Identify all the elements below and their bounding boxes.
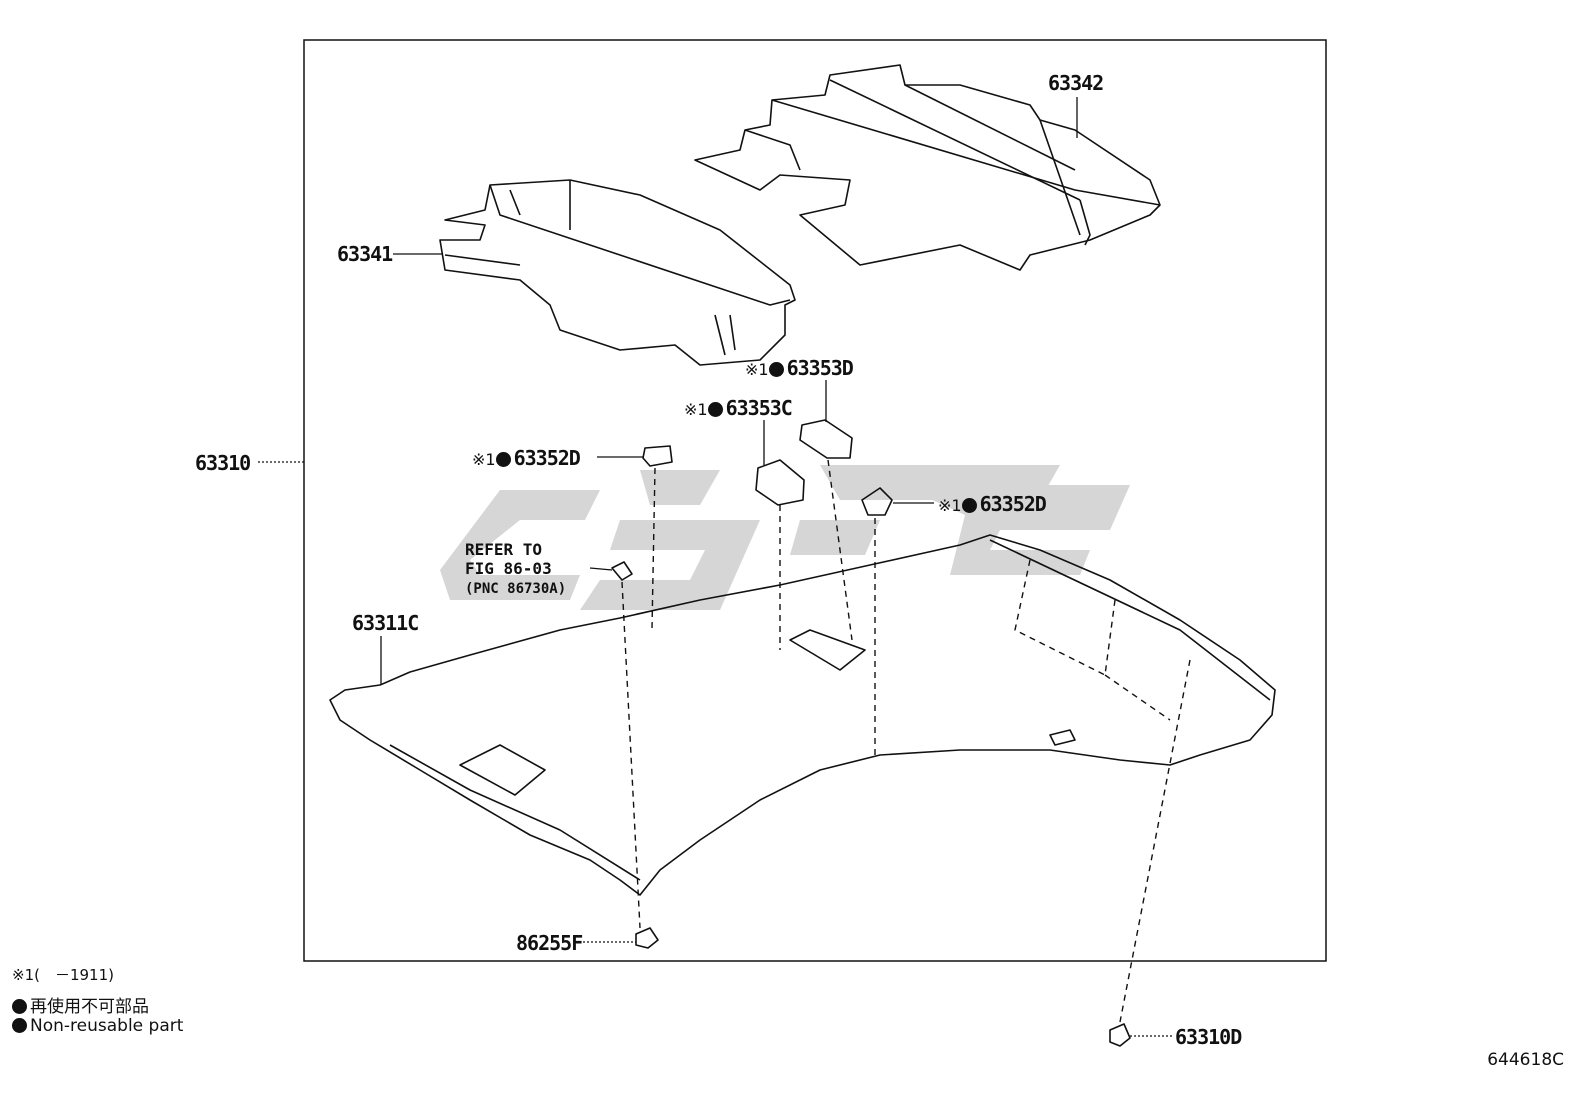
part-number: 63353C — [725, 396, 793, 420]
marker-kome: ※1 — [745, 360, 769, 379]
refer-line1: REFER TO — [465, 540, 543, 559]
non-reusable-dot-icon — [707, 402, 723, 417]
part-63342-shape — [694, 64, 1161, 271]
label-86255F: 86255F — [516, 931, 583, 955]
part-number: 63352D — [979, 492, 1047, 516]
non-reusable-dot-icon — [495, 452, 511, 467]
assembly-lines — [621, 459, 1191, 1023]
refer-line2: FIG 86-03 — [465, 559, 552, 578]
part-86255F-shape — [635, 927, 659, 949]
label-63310D: 63310D — [1175, 1025, 1242, 1049]
diagram-id: 644618C — [1487, 1050, 1564, 1070]
label-63353C: ※1 63353C — [684, 396, 793, 421]
part-63341-shape — [439, 179, 796, 366]
part-63353D-shape — [799, 419, 853, 459]
legend-non-reusable-jp: 再使用不可部品 — [12, 992, 149, 1017]
label-63341: 63341 — [337, 242, 393, 266]
legend-en-text: Non-reusable part — [30, 1016, 184, 1036]
part-number: 63352D — [513, 446, 581, 470]
part-63310D-shape — [1109, 1023, 1131, 1047]
refer-line3: (PNC 86730A) — [465, 581, 567, 597]
label-63352D-left: ※1 63352D — [472, 446, 581, 471]
non-reusable-dot-icon — [12, 1018, 27, 1033]
part-63352D-left-shape — [642, 445, 673, 467]
part-63311C-shape — [329, 534, 1276, 896]
part-63353C-shape — [755, 459, 805, 506]
non-reusable-dot-icon — [961, 498, 977, 513]
part-number: 63353D — [786, 356, 854, 380]
label-63353D: ※1 63353D — [745, 356, 854, 381]
non-reusable-dot-icon — [12, 999, 27, 1014]
legend-range: ※1( －1911) — [12, 966, 114, 984]
marker-kome: ※1 — [938, 496, 962, 515]
leader-lines — [258, 97, 1173, 1037]
label-63342: 63342 — [1048, 71, 1104, 95]
label-63352D-right: ※1 63352D — [938, 492, 1047, 517]
label-63311C: 63311C — [352, 611, 419, 635]
diagram-frame — [303, 39, 1327, 962]
part-63352D-right-shape — [861, 487, 893, 516]
legend-jp-text: 再使用不可部品 — [30, 997, 149, 1017]
label-63310: 63310 — [195, 451, 251, 475]
marker-kome: ※1 — [472, 450, 496, 469]
watermark-logo — [440, 465, 1130, 610]
part-fig86-clip-shape — [611, 561, 633, 581]
legend-non-reusable-en: Non-reusable part — [12, 1016, 183, 1036]
marker-kome: ※1 — [684, 400, 708, 419]
non-reusable-dot-icon — [768, 362, 784, 377]
